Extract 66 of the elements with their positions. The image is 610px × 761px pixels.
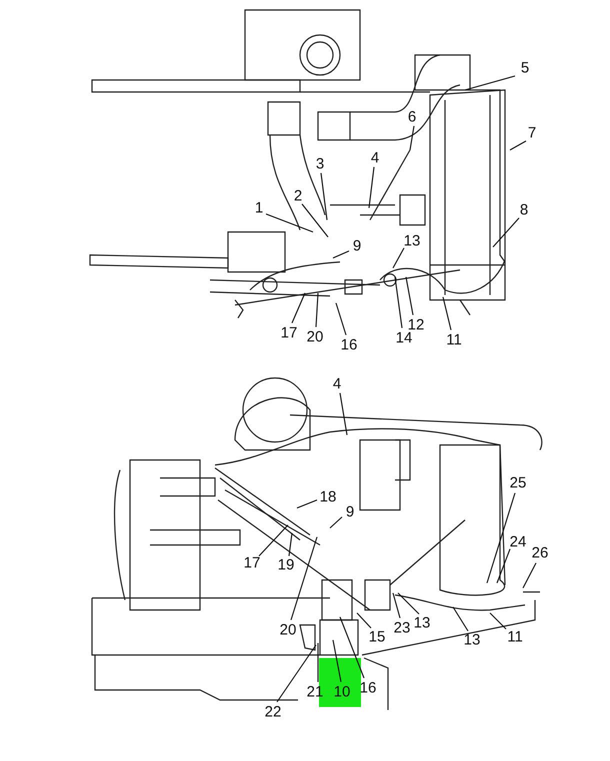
callout-number: 17 (244, 556, 260, 570)
leader-line (288, 532, 293, 556)
callout-number: 11 (507, 630, 523, 644)
leader-line (339, 616, 365, 678)
callout-number: 9 (346, 504, 354, 520)
leader-line (368, 166, 375, 208)
leader-line (332, 250, 350, 258)
leader-line (266, 213, 314, 233)
leader-line (490, 612, 506, 630)
callout-number: 23 (394, 620, 410, 636)
leader-line (486, 492, 516, 584)
callout-number: 10 (334, 684, 350, 700)
callout-number: 17 (280, 326, 298, 340)
leader-line (522, 562, 536, 588)
leader-line (398, 592, 420, 614)
callout-number: 26 (532, 546, 548, 560)
leader-line (335, 302, 347, 336)
leader-line (442, 296, 452, 330)
leader-line (332, 640, 342, 682)
callout-number: 18 (320, 490, 336, 504)
leader-line (392, 248, 404, 268)
callout-number: 22 (264, 704, 282, 720)
callout-number: 8 (520, 202, 528, 218)
callout-number: 14 (396, 330, 412, 346)
leader-line (492, 218, 520, 248)
callout-number: 6 (408, 110, 416, 124)
leader-line (394, 276, 403, 328)
leader-line (464, 75, 516, 91)
callout-number: 24 (510, 534, 526, 550)
callout-number: 20 (280, 622, 296, 638)
callout-number: 1 (254, 200, 264, 216)
leader-line (409, 126, 415, 150)
callout-number: 11 (446, 332, 462, 348)
leader-line (317, 643, 319, 682)
callout-number: 7 (528, 126, 536, 140)
callout-number: 15 (368, 630, 386, 644)
leader-line (290, 536, 318, 620)
callout-number: 4 (370, 150, 380, 166)
leader-line (452, 606, 468, 632)
callout-number: 4 (332, 376, 342, 392)
callout-number: 2 (294, 188, 302, 204)
callout-number: 3 (316, 156, 324, 172)
callout-number: 13 (464, 632, 480, 648)
leader-line (296, 499, 318, 509)
callout-number: 20 (306, 330, 324, 344)
leader-line (330, 516, 342, 528)
callout-number: 16 (340, 338, 358, 352)
callout-number: 12 (408, 318, 424, 332)
callout-number: 13 (404, 234, 420, 248)
callout-number: 13 (414, 616, 430, 630)
callout-number: 19 (278, 558, 294, 572)
leader-line (302, 204, 328, 238)
callout-number: 9 (352, 238, 362, 254)
leader-line (258, 524, 288, 556)
leader-line (276, 644, 316, 702)
leader-line (496, 548, 511, 584)
leader-line (392, 592, 401, 618)
leader-line (405, 276, 414, 316)
leader-line (356, 612, 372, 628)
leader-line (339, 392, 348, 436)
callout-number: 25 (510, 476, 526, 490)
leader-line (292, 292, 306, 324)
leader-line (510, 140, 526, 150)
callout-number: 5 (520, 60, 530, 76)
leader-line (315, 292, 319, 328)
leader-line (320, 172, 328, 220)
